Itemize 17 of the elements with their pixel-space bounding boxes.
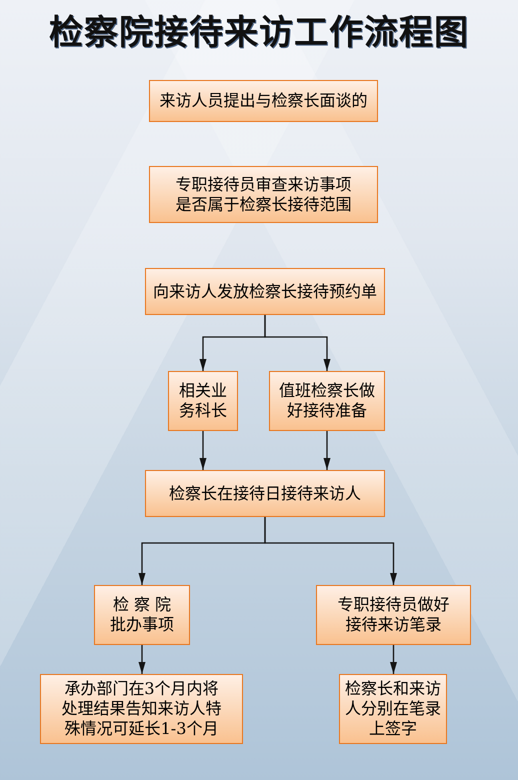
process-box: 专职接待员审查来访事项是否属于检察长接待范围 — [149, 166, 378, 223]
title: 检察院接待来访工作流程图 — [49, 12, 469, 54]
arrow — [264, 517, 397, 585]
process-box: 检 察 院批办事项 — [94, 585, 190, 645]
process-box: 承办部门在3个月内将处理结果告知来访人特殊情况可延长1-3个月 — [40, 674, 243, 744]
arrow — [324, 431, 330, 470]
process-box: 检察长和来访人分别在笔录上签字 — [339, 674, 447, 744]
process-box: 检察长在接待日接待来访人 — [145, 470, 385, 517]
process-box: 向来访人发放检察长接待预约单 — [145, 268, 385, 315]
process-box: 来访人员提出与检察长面谈的 — [149, 80, 378, 122]
arrow — [264, 315, 330, 371]
arrow — [390, 645, 397, 674]
process-box: 值班检察长做好接待准备 — [269, 371, 385, 431]
process-box: 相关业务科长 — [168, 371, 238, 431]
arrow — [138, 645, 146, 674]
arrow — [200, 431, 206, 470]
process-box: 专职接待员做好接待来访笔录 — [316, 585, 471, 645]
